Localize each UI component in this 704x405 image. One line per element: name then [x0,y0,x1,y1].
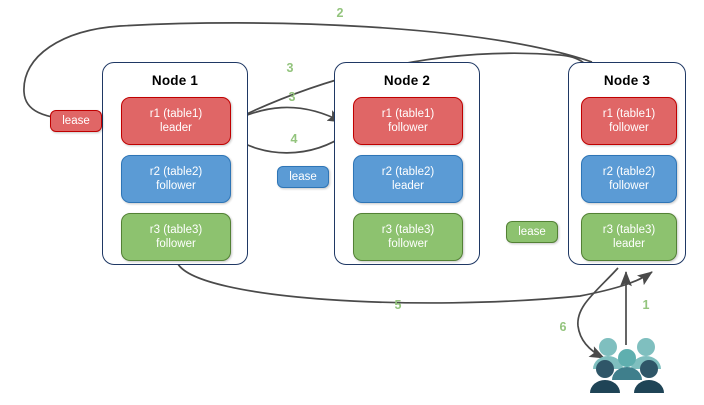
step-label-3-middle: 3 [288,90,296,104]
replica-name: r1 (table1) [149,108,203,120]
step-label-2: 2 [336,6,344,20]
replica-role: follower [388,238,428,250]
node-title: Node 2 [383,73,431,88]
replica-name: r3 (table3) [149,224,203,236]
replica-name: r2 (table2) [381,166,435,178]
replica-r1-node1[interactable]: r1 (table1) leader [121,97,231,145]
replica-r2-node1[interactable]: r2 (table2) follower [121,155,231,203]
replica-role: follower [609,180,649,192]
replica-role: follower [609,122,649,134]
node-container-node3: Node 3 r1 (table1) follower r2 (table2) … [568,62,686,265]
lease-label: lease [518,226,546,238]
lease-label: lease [289,171,317,183]
lease-label: lease [62,115,90,127]
arrow-step-5 [177,263,653,304]
replica-role: follower [156,180,196,192]
node-container-node2: Node 2 r1 (table1) follower r2 (table2) … [334,62,480,265]
replica-name: r3 (table3) [381,224,435,236]
replica-name: r3 (table3) [602,224,656,236]
replica-r3-node1[interactable]: r3 (table3) follower [121,213,231,261]
node-title: Node 3 [603,73,651,88]
lease-badge-r1[interactable]: lease [50,110,102,132]
replica-role: follower [388,122,428,134]
step-label-6: 6 [559,320,567,334]
step-label-1: 1 [642,298,650,312]
replica-name: r2 (table2) [149,166,203,178]
replica-name: r1 (table1) [381,108,435,120]
step-label-5: 5 [394,298,402,312]
users-icon [590,338,664,393]
replica-r3-node3[interactable]: r3 (table3) leader [581,213,677,261]
replica-r1-node3[interactable]: r1 (table1) follower [581,97,677,145]
replica-role: leader [392,180,424,192]
replica-name: r2 (table2) [602,166,656,178]
node-title: Node 1 [151,73,199,88]
lease-badge-r2[interactable]: lease [277,166,329,188]
lease-badge-r3[interactable]: lease [506,221,558,243]
node-container-node1: Node 1 r1 (table1) leader r2 (table2) fo… [102,62,248,265]
replica-name: r1 (table1) [602,108,656,120]
replica-r1-node2[interactable]: r1 (table1) follower [353,97,463,145]
replica-role: follower [156,238,196,250]
step-label-4: 4 [290,132,298,146]
replica-r2-node2[interactable]: r2 (table2) leader [353,155,463,203]
replica-r3-node2[interactable]: r3 (table3) follower [353,213,463,261]
replica-role: leader [613,238,645,250]
replica-role: leader [160,122,192,134]
replica-r2-node3[interactable]: r2 (table2) follower [581,155,677,203]
step-label-3-upper: 3 [286,61,294,75]
